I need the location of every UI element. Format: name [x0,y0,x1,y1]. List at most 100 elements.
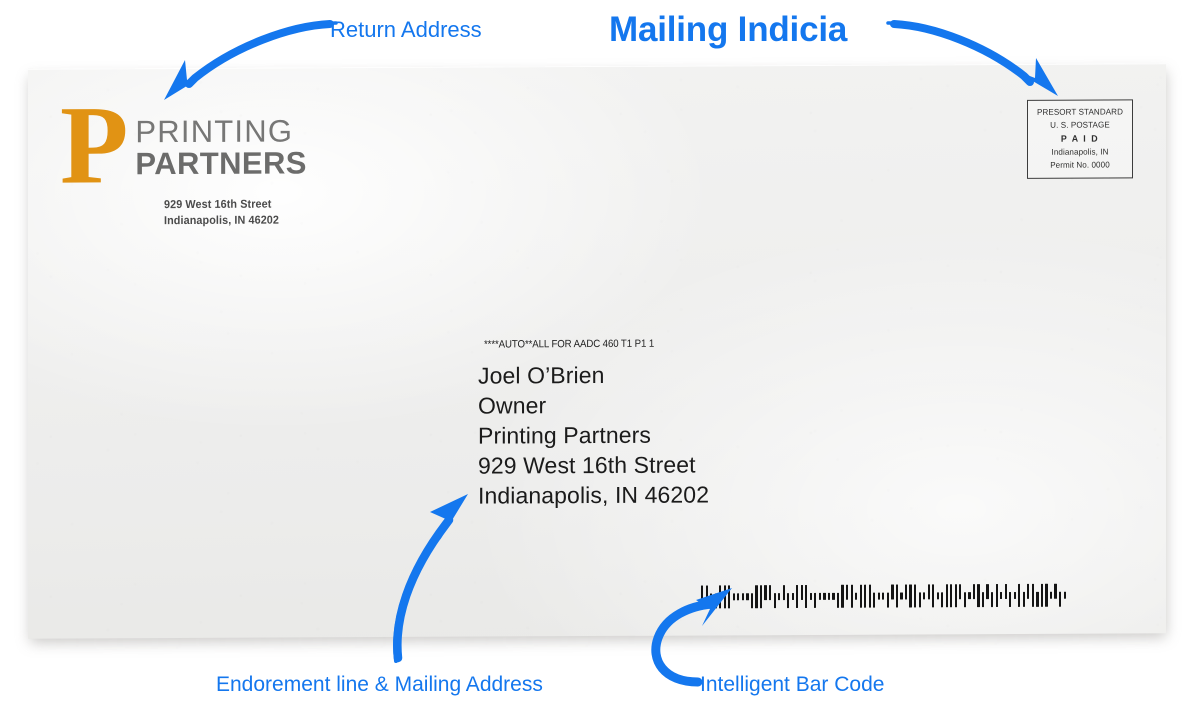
barcode-bar [827,592,831,600]
barcode-bar [972,583,976,599]
barcode-bar [800,584,803,600]
barcode-bar [900,592,903,600]
annotation-barcode: Intelligent Bar Code [700,673,885,696]
barcode-bar [755,584,758,608]
annotation-endorsement-address: Endorement line & Mailing Address [216,673,543,696]
address-line-company: Printing Partners [478,421,651,449]
barcode-bar [909,583,912,607]
barcode-bar [746,592,749,600]
return-address-text: 929 West 16th Street Indianapolis, IN 46… [164,198,298,230]
barcode-bar [818,592,821,600]
barcode-bar [809,592,812,600]
barcode-bar [1054,583,1057,599]
barcode-bar [791,592,794,600]
barcode-bar [959,583,962,599]
barcode-bar [714,592,717,608]
barcode-bar [1045,583,1048,607]
barcode-bar [945,583,948,607]
barcode-bar [963,591,966,607]
indicia-line-postage: U. S. POSTAGE [1050,119,1110,130]
logo-monogram-p: P [60,83,127,208]
barcode-bar [732,592,735,600]
barcode-bar [923,591,926,599]
barcode-bar [782,584,785,600]
logo-word-partners: PARTNERS [135,145,307,181]
barcode-bar [1022,591,1025,607]
barcode-bar [991,591,994,607]
barcode-bar [977,583,980,607]
indicia-line-presort: PRESORT STANDARD [1037,106,1123,117]
barcode-bar [855,592,858,600]
barcode-bar [841,584,844,608]
barcode-bar [891,584,894,600]
mailing-address-block: ****AUTO**ALL FOR AADC 460 T1 P1 1 Joel … [478,337,709,511]
barcode-bar [759,584,763,608]
indicia-line-city: Indianapolis, IN [1051,146,1109,158]
address-line-street: 929 West 16th Street [478,451,696,479]
company-logo: P PRINTING PARTNERS [60,83,307,208]
barcode-bar [859,584,862,608]
address-line-city: Indianapolis, IN 46202 [478,481,710,509]
indicia-line-permit: Permit No. 0000 [1050,159,1110,171]
indicia-line-paid: P A I D [1060,133,1100,144]
barcode-bar [768,584,772,600]
barcode-bar [1031,583,1034,607]
address-line-name: Joel O’Brien [478,361,605,389]
endorsement-line: ****AUTO**ALL FOR AADC 460 T1 P1 1 [484,337,655,351]
barcode-bar [805,584,808,608]
barcode-bar [882,592,885,600]
barcode-bar [1049,591,1053,599]
barcode-bar [981,591,985,607]
barcode-bar [995,583,998,607]
mailing-indicia-box: PRESORT STANDARD U. S. POSTAGE P A I D I… [1027,99,1133,180]
logo-word-printing: PRINTING [135,113,294,150]
barcode-bar [873,592,876,608]
barcode-bar [936,591,939,599]
barcode-bar [1000,591,1003,599]
barcode-bar [741,592,744,600]
barcode-bar [1004,583,1007,599]
barcode-bar [1063,591,1066,599]
barcode-bar [864,584,867,608]
intelligent-mail-barcode [701,581,1066,611]
barcode-bar [773,592,776,608]
barcode-bar [986,583,989,599]
barcode-bar [932,583,935,607]
barcode-bar [918,591,921,607]
barcode-bar [1027,583,1030,599]
barcode-bar [895,584,899,608]
barcode-bar [701,584,704,608]
barcode-bar [719,584,722,608]
annotation-mailing-indicia: Mailing Indicia [609,10,848,49]
barcode-bar [728,584,731,608]
address-line-title: Owner [478,392,547,419]
barcode-bar [1009,591,1012,607]
return-address-city: Indianapolis, IN 46202 [164,214,280,227]
barcode-bar [886,592,889,608]
barcode-bar [968,591,971,599]
barcode-bar [705,584,708,600]
barcode-bar [737,592,740,600]
barcode-bar [850,584,853,608]
envelope: P PRINTING PARTNERS 929 West 16th Street… [28,63,1166,639]
barcode-bar [1040,583,1044,607]
barcode-bar [927,583,930,599]
logo-wordmark: PRINTING PARTNERS [135,113,307,181]
annotation-return-address: Return Address [330,17,482,42]
barcode-bar [723,584,726,608]
barcode-bar [877,592,880,600]
barcode-bar [750,592,754,608]
barcode-bar [1013,591,1016,599]
barcode-bar [950,583,953,607]
barcode-bar [1036,591,1039,607]
barcode-bar [764,584,767,600]
barcode-bar [796,584,799,608]
barcode-bar [832,592,835,600]
return-address-block: P PRINTING PARTNERS 929 West 16th Street… [60,83,307,230]
barcode-bar [941,591,944,607]
barcode-bar [904,583,908,599]
barcode-bar [778,592,781,600]
barcode-bar [814,592,817,608]
barcode-bar [823,592,826,600]
